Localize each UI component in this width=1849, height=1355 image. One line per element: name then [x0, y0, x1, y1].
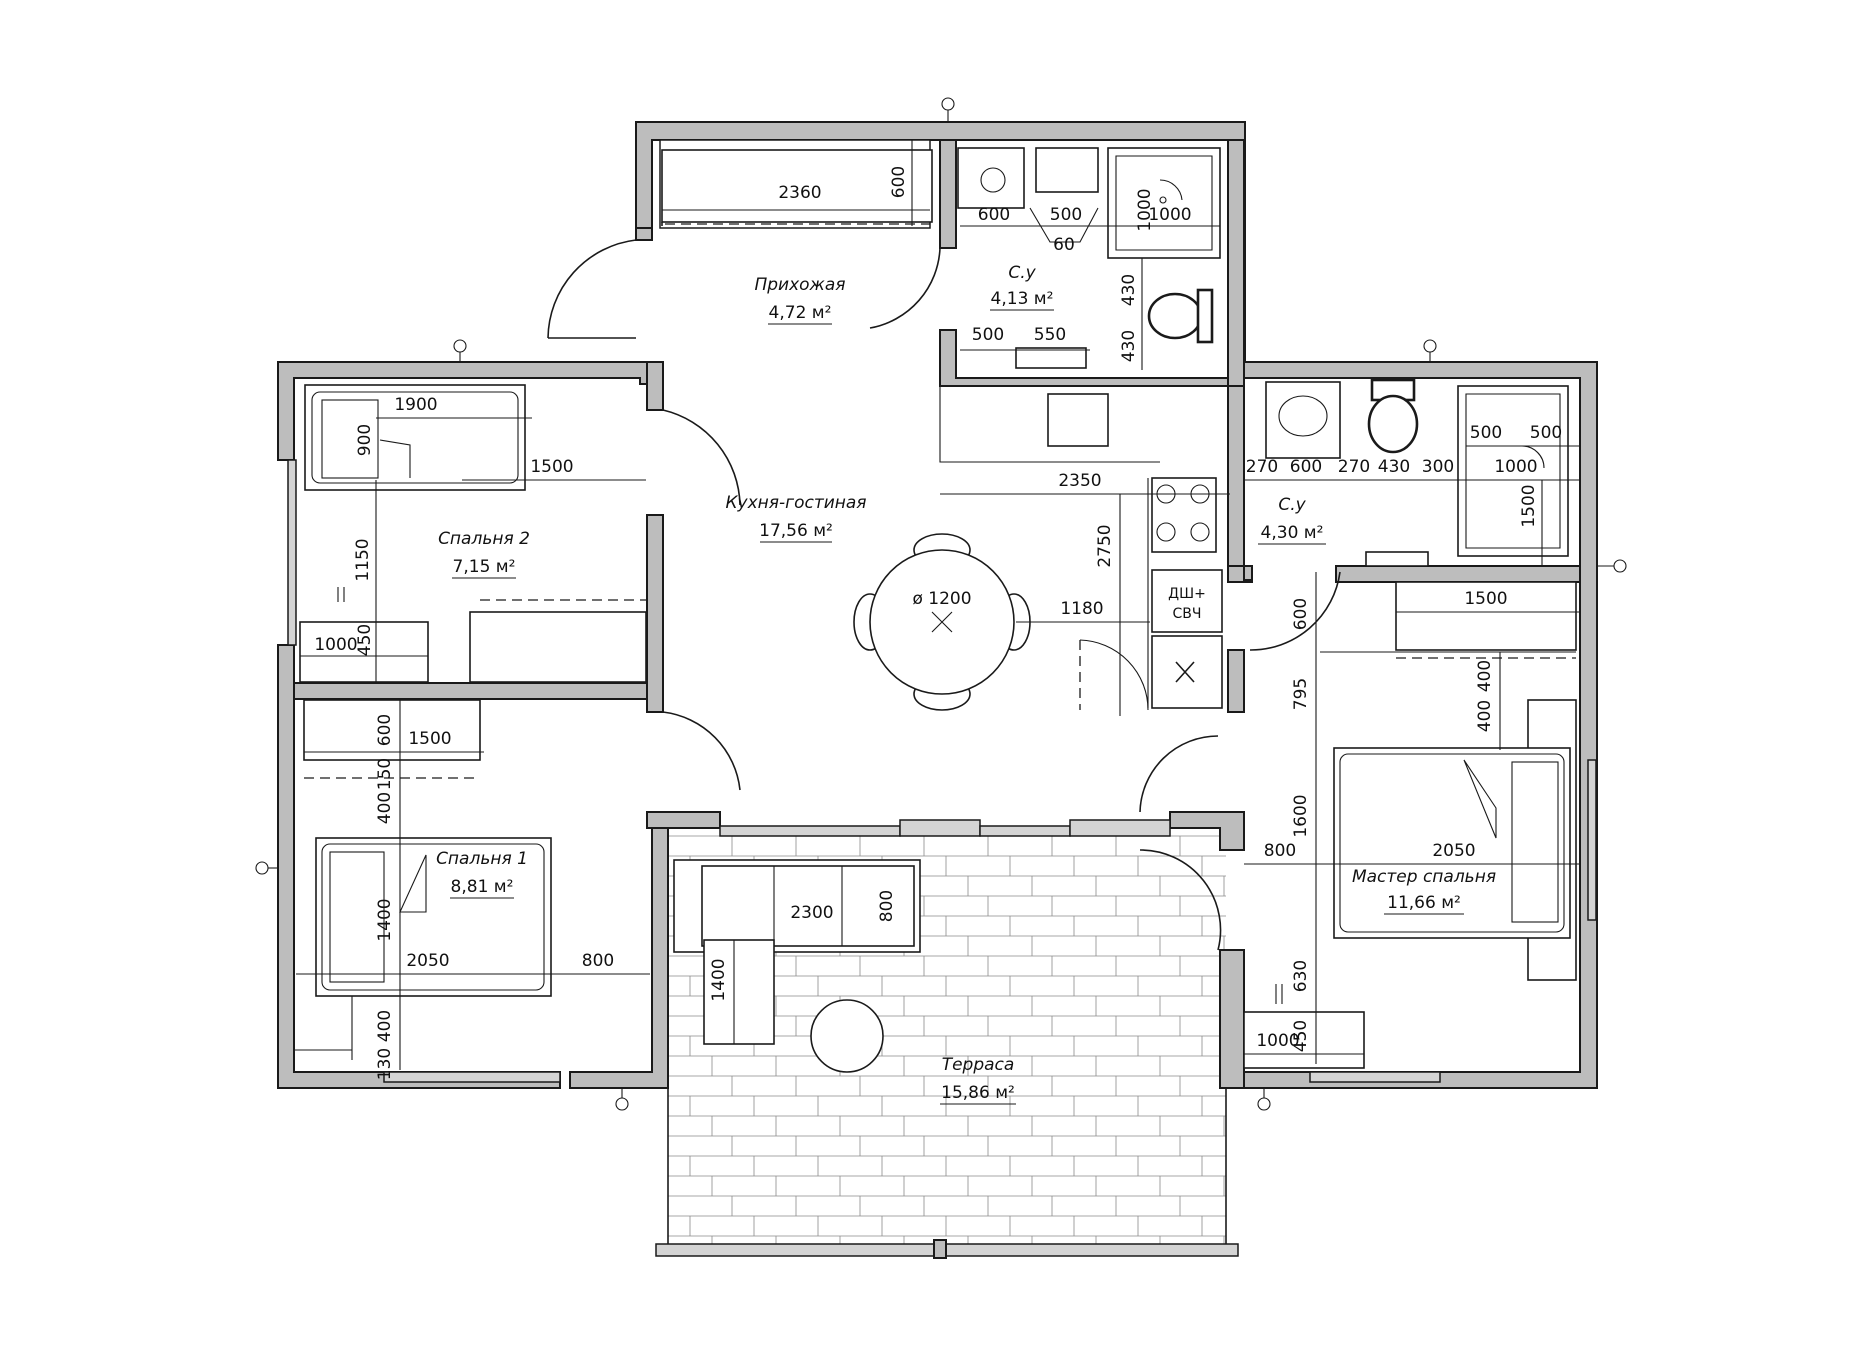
- dimension-label: 600: [889, 166, 909, 198]
- bedroom-1: [294, 699, 552, 1060]
- dimension-label: 400: [1475, 660, 1495, 692]
- room-area: 11,66 м²: [1387, 893, 1461, 913]
- dimension-label: 1500: [530, 457, 573, 477]
- master-bedroom: [1139, 581, 1577, 1069]
- dimension-label: 1000: [314, 635, 357, 655]
- axis-markers: [255, 97, 1627, 1111]
- dimension-label: 430: [1119, 274, 1139, 306]
- terrace: [655, 859, 1239, 1259]
- dimension-label: 600: [1291, 598, 1311, 630]
- room-name: Терраса: [942, 1055, 1015, 1075]
- dimension-label: 1180: [1060, 599, 1103, 619]
- wc-2: [1249, 378, 1569, 651]
- dimension-label: 400: [375, 792, 395, 824]
- room-name: С.у: [1278, 495, 1306, 515]
- dimension-label: 795: [1291, 678, 1311, 710]
- room-name: Мастер спальня: [1352, 867, 1496, 887]
- dimension-label: 1500: [1519, 484, 1539, 527]
- dimension-label: 550: [1034, 325, 1066, 345]
- dimension-label: 130: [375, 1048, 395, 1080]
- dimension-label: 1150: [353, 538, 373, 581]
- room-area: 8,81 м²: [451, 877, 514, 897]
- dimension-label: 450: [355, 624, 375, 656]
- room-name: Спальня 1: [436, 849, 528, 869]
- table-diameter-label: ø 1200: [912, 589, 971, 609]
- dimension-label: 1600: [1291, 794, 1311, 837]
- room-area: 15,86 м²: [941, 1083, 1015, 1103]
- dimension-label: 500: [972, 325, 1004, 345]
- kitchen: [662, 386, 1223, 813]
- dimension-label: 500: [1470, 423, 1502, 443]
- dimension-label: 400: [375, 1010, 395, 1042]
- room-name: С.у: [1008, 263, 1036, 283]
- appliance-labels: ДШ+ СВЧ ø 1200: [912, 586, 1205, 622]
- room-area: 17,56 м²: [759, 521, 833, 541]
- dimension-label: 1000: [1148, 205, 1191, 225]
- dimension-label: 800: [877, 890, 897, 922]
- dimension-label: 300: [1422, 457, 1454, 477]
- dimension-label: 1000: [1256, 1031, 1299, 1051]
- appliance-label: СВЧ: [1173, 606, 1202, 622]
- dimension-label: 500: [1530, 423, 1562, 443]
- dimension-label: 150: [375, 758, 395, 790]
- room-name: Спальня 2: [438, 529, 530, 549]
- wc-1: [957, 147, 1221, 369]
- dimension-label: 600: [978, 205, 1010, 225]
- dimension-label: 900: [355, 424, 375, 456]
- dimension-label: 400: [1475, 700, 1495, 732]
- dimension-label: 60: [1053, 235, 1075, 255]
- dimension-label: 600: [375, 714, 395, 746]
- dimension-label: 270: [1338, 457, 1370, 477]
- dimension-label: 450: [1291, 1020, 1311, 1052]
- dimension-label: 630: [1291, 960, 1311, 992]
- dimension-label: 1400: [709, 958, 729, 1001]
- room-name: Прихожая: [754, 275, 845, 295]
- dining-table: [853, 533, 1031, 711]
- dimension-label: 430: [1378, 457, 1410, 477]
- dimension-label: 800: [582, 951, 614, 971]
- appliance-label: ДШ+: [1168, 586, 1206, 602]
- room-area: 4,13 м²: [991, 289, 1054, 309]
- dimension-label: 1000: [1494, 457, 1537, 477]
- dimension-label: 1500: [1464, 589, 1507, 609]
- dimension-label: 500: [1050, 205, 1082, 225]
- dimension-label: 1000: [1135, 188, 1155, 231]
- dimension-label: 2360: [778, 183, 821, 203]
- dimension-label: 2300: [790, 903, 833, 923]
- dimension-label: 1900: [394, 395, 437, 415]
- room-area: 7,15 м²: [453, 557, 516, 577]
- dimension-label: 430: [1119, 330, 1139, 362]
- dimension-label: 270: [1246, 457, 1278, 477]
- bedroom-2: [299, 384, 647, 683]
- dimension-label: 2050: [1432, 841, 1475, 861]
- room-area: 4,72 м²: [769, 303, 832, 323]
- hallway: [547, 149, 941, 339]
- room-area: 4,30 м²: [1261, 523, 1324, 543]
- dimension-label: 1400: [375, 898, 395, 941]
- dimension-label: 800: [1264, 841, 1296, 861]
- dimension-lines: 2360 600 600 500 60 1000 1000 430 430 50…: [296, 140, 1580, 1080]
- dimension-label: 1500: [408, 729, 451, 749]
- dimension-label: 2750: [1095, 524, 1115, 567]
- room-name: Кухня-гостиная: [725, 493, 866, 513]
- dimension-label: 2050: [406, 951, 449, 971]
- dimension-label: 2350: [1058, 471, 1101, 491]
- room-labels: Прихожая 4,72 м² С.у 4,13 м² Кухня-гости…: [436, 263, 1496, 1105]
- dimension-label: 600: [1290, 457, 1322, 477]
